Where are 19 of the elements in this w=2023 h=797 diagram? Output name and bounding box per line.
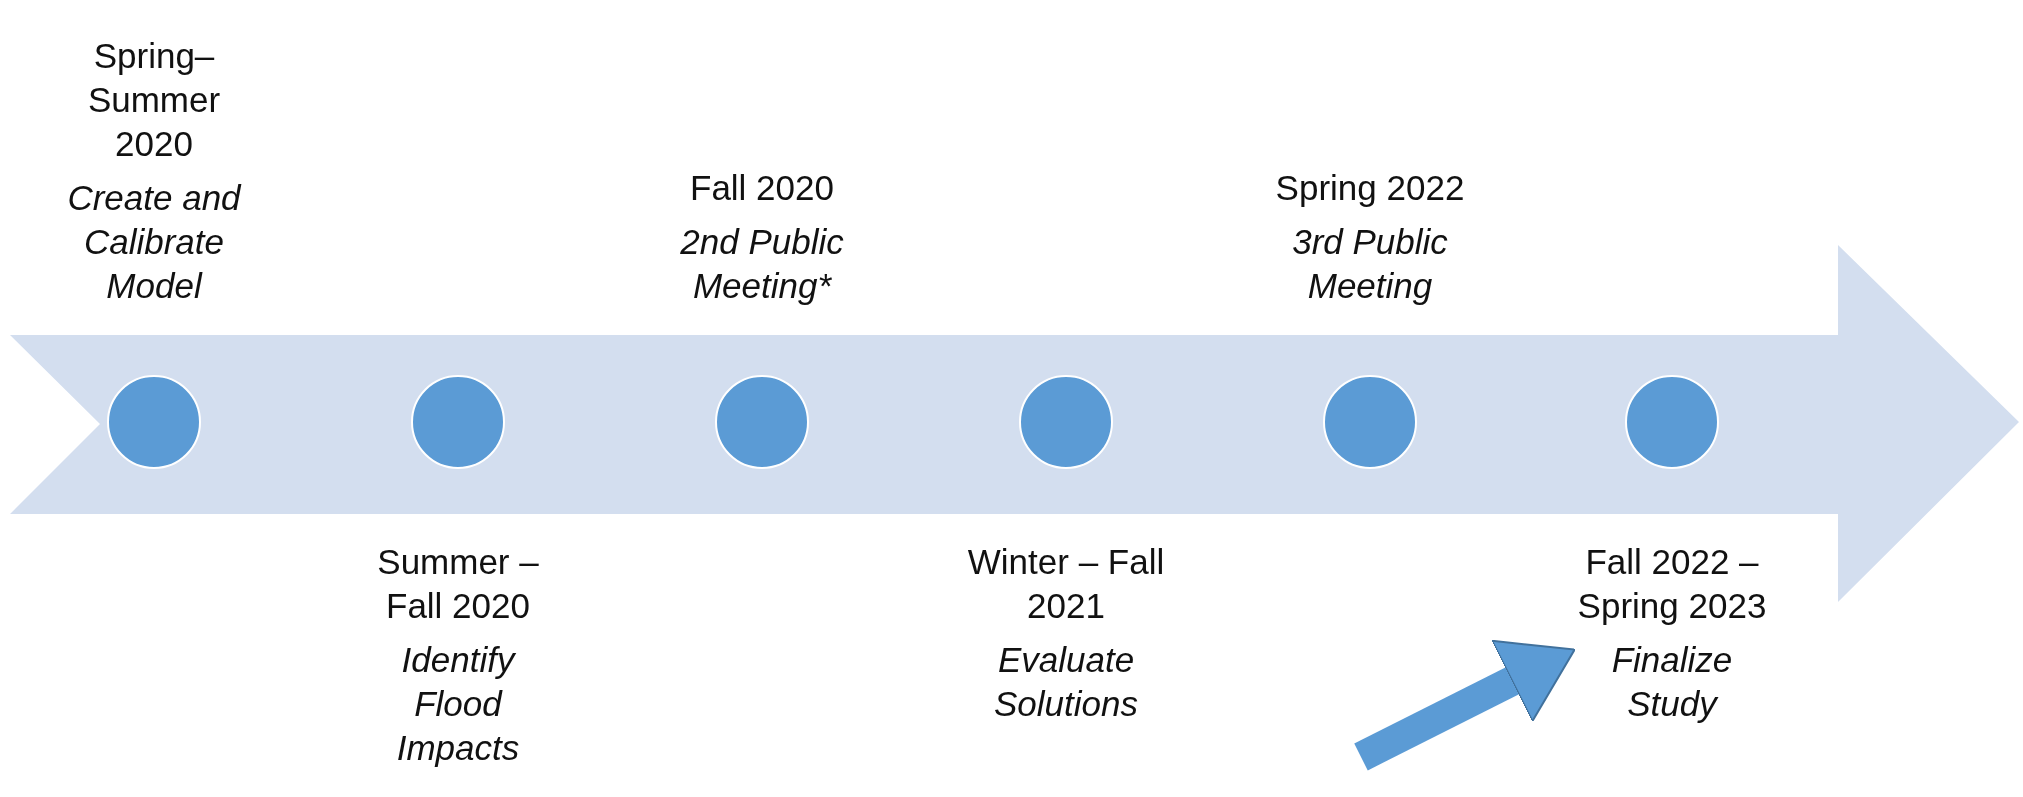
milestone-dot: [1019, 375, 1113, 469]
milestone-date: Spring 2022: [1275, 167, 1465, 209]
milestone-dot: [107, 375, 201, 469]
milestone-task: Identify Flood Impacts: [395, 639, 521, 769]
milestone-task: Finalize Study: [1610, 639, 1734, 725]
arrow: [1354, 639, 1576, 771]
milestone-dot: [411, 375, 505, 469]
milestone-date: Spring– Summer 2020: [86, 35, 222, 165]
milestone-task: Create and Calibrate Model: [66, 177, 243, 307]
milestone-date: Summer – Fall 2020: [376, 541, 540, 627]
milestone-task: 3rd Public Meeting: [1291, 221, 1449, 307]
milestone-date: Fall 2020: [690, 167, 834, 209]
milestone-task: Evaluate Solutions: [993, 639, 1139, 725]
milestone-dot: [1625, 375, 1719, 469]
milestone-date: Fall 2022 – Spring 2023: [1576, 541, 1768, 627]
milestone-dot: [715, 375, 809, 469]
milestone-date: Winter – Fall 2021: [966, 541, 1166, 627]
milestone-dot: [1323, 375, 1417, 469]
milestone-task: 2nd Public Meeting*: [679, 221, 845, 307]
